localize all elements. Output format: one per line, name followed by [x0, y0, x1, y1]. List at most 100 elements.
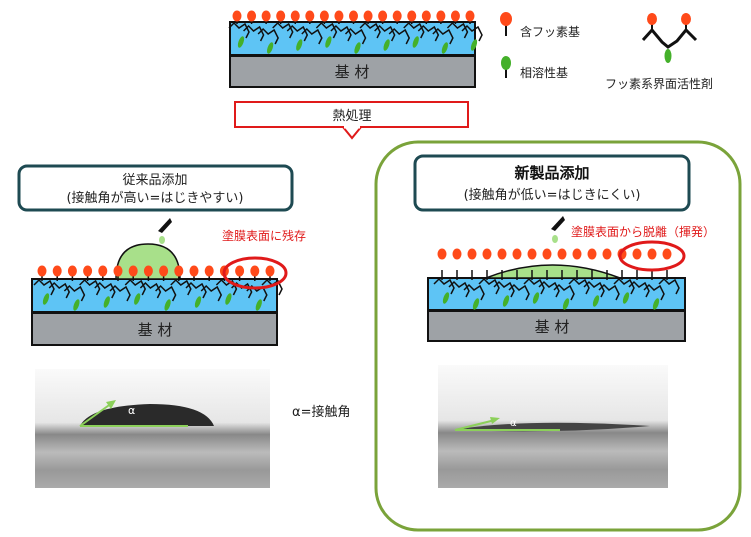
- surfactant-chain: [170, 278, 192, 296]
- surfactant-molecule-icon: [641, 13, 698, 63]
- legend: 含フッ素基 相溶性基 フッ素系界面活性剤: [500, 12, 713, 91]
- fluoro-group: [174, 265, 184, 277]
- new-product-title: 新製品添加: [514, 164, 589, 182]
- fluoro-group: [290, 10, 300, 22]
- fluoro-group: [632, 248, 642, 260]
- fluoro-group: [235, 265, 245, 277]
- surfactant-chain: [643, 283, 665, 301]
- heat-treatment-arrow: 熱処理: [234, 101, 469, 140]
- surfactant-chain: [523, 277, 545, 295]
- initial-coating-diagram: 基 材: [228, 10, 483, 88]
- surfactant-chain: [628, 280, 650, 298]
- fluoro-group: [392, 10, 402, 22]
- compatible-group: [325, 36, 332, 48]
- substrate-layer: [229, 55, 476, 88]
- residue-highlight: [222, 256, 288, 290]
- fluoro-group: [52, 265, 62, 277]
- dropper-icon: [158, 218, 172, 244]
- contact-angle-photo-new: α: [438, 365, 668, 488]
- surfactant-chain: [568, 277, 590, 295]
- fluoro-group: [143, 265, 153, 277]
- contact-angle-photo-conventional: α: [35, 369, 270, 488]
- surfactant-chain: [448, 280, 470, 298]
- surfactant-chain: [257, 27, 279, 45]
- fluoro-group: [407, 10, 417, 22]
- fluoro-group: [527, 248, 537, 260]
- fluoro-group: [349, 10, 358, 22]
- fluoro-group: [204, 265, 214, 277]
- fluoro-group: [437, 248, 447, 260]
- compatible-group: [225, 293, 232, 305]
- fluoro-group: [319, 10, 329, 22]
- substrate-label: 基 材: [138, 321, 173, 339]
- surfactant-chain: [33, 278, 55, 296]
- surfactant-chain: [109, 284, 131, 302]
- fluoro-group: [98, 265, 108, 277]
- legend-fluoro-label: 含フッ素基: [520, 24, 580, 39]
- surfactant-chain: [432, 27, 454, 45]
- new-product-panel: 新製品添加 (接触角が低い=はじきにくい) 塗膜表面から脱離（揮発） 基 材 α: [374, 140, 742, 532]
- conventional-panel: 従来品添加 (接触角が高い=はじきやすい) 塗膜表面に残存 基 材 α α=接触…: [17, 164, 350, 488]
- fluoro-group: [247, 10, 257, 22]
- fluoro-group: [450, 10, 460, 22]
- surfactant-chain: [463, 283, 485, 301]
- fluoro-group: [572, 248, 582, 260]
- surfactant-chain: [301, 27, 323, 45]
- compatible-group: [562, 298, 570, 310]
- surfactant-chain: [433, 277, 455, 295]
- new-product-title-box: [413, 154, 691, 212]
- surfactant-chain: [344, 27, 367, 45]
- surfactant-chain: [63, 284, 86, 302]
- compatible-group: [255, 299, 262, 311]
- compatible-group-icon: [501, 56, 511, 78]
- compatible-group: [441, 42, 448, 54]
- volatilized-highlight: [618, 240, 686, 272]
- conventional-note: 塗膜表面に残存: [222, 228, 306, 243]
- compatible-group: [470, 39, 478, 51]
- surfactant-chain: [553, 283, 575, 301]
- conventional-title: 従来品添加: [122, 173, 187, 188]
- angle-symbol: α: [128, 404, 135, 417]
- fluoro-group: [276, 10, 286, 22]
- surfactant-chain: [417, 24, 440, 42]
- surfactant-chain: [613, 277, 635, 295]
- conventional-subtitle: (接触角が高い=はじきやすい): [66, 190, 243, 206]
- surfactant-chain: [79, 278, 101, 296]
- surfactant-chain: [598, 283, 620, 301]
- new-product-frame: [374, 140, 742, 532]
- surfactant-chain: [508, 283, 530, 301]
- fluoro-group: [128, 265, 138, 277]
- surfactant-chain: [139, 281, 162, 299]
- compatible-group: [532, 292, 540, 304]
- compatible-group: [194, 296, 202, 308]
- surfactant-chain: [330, 24, 352, 42]
- compatible-group: [442, 292, 450, 304]
- surfactant-chain: [538, 280, 560, 298]
- surfactant-chain: [200, 284, 223, 302]
- compatible-group: [472, 298, 480, 310]
- fluoro-group: [467, 248, 477, 260]
- fluoro-group: [587, 248, 597, 260]
- compatible-group: [652, 298, 660, 310]
- water-droplet-low-angle: [485, 264, 621, 279]
- compatible-group: [383, 39, 390, 51]
- surfactant-molecules: [33, 265, 283, 311]
- surfactant-chain: [461, 24, 483, 42]
- fluoro-group: [265, 265, 275, 277]
- compatible-group: [354, 42, 361, 54]
- fluoro-group: [512, 248, 522, 260]
- new-product-subtitle: (接触角が低い=はじきにくい): [464, 187, 641, 203]
- fluoro-group: [334, 10, 344, 22]
- conventional-title-box: [17, 164, 294, 212]
- fluoro-group: [452, 248, 462, 260]
- fluoro-group: [465, 10, 475, 22]
- fluoro-group: [305, 10, 315, 22]
- compatible-group: [622, 292, 630, 304]
- fluoro-group: [261, 10, 271, 22]
- new-product-note: 塗膜表面から脱離（揮発）: [571, 224, 715, 239]
- fluoro-group: [436, 10, 446, 22]
- compatible-group: [237, 36, 245, 48]
- fluoro-group: [189, 265, 199, 277]
- surfactant-chain: [94, 281, 116, 299]
